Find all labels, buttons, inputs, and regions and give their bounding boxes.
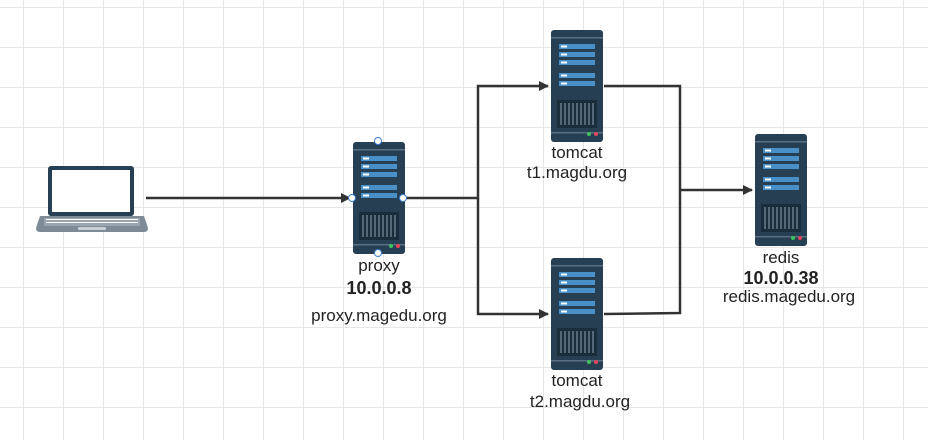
edge-proxy-tomcat2[interactable] bbox=[476, 198, 549, 319]
proxy-name-label: proxy bbox=[358, 256, 400, 275]
edge-proxy-tomcat1[interactable] bbox=[404, 81, 549, 200]
edge-tomcat2-merge[interactable] bbox=[603, 190, 682, 316]
laptop-icon[interactable] bbox=[36, 164, 148, 234]
proxy-ip-label: 10.0.0.8 bbox=[346, 278, 412, 298]
tomcat1-host-label: t1.magdu.org bbox=[526, 163, 628, 182]
tomcat1-name-label: tomcat bbox=[551, 143, 603, 162]
redis-host-label: redis.magedu.org bbox=[722, 287, 856, 306]
selection-handle-top[interactable] bbox=[374, 137, 382, 145]
proxy-host-label: proxy.magedu.org bbox=[311, 306, 447, 325]
selection-handle-bottom[interactable] bbox=[374, 249, 382, 257]
redis-name-label: redis bbox=[762, 248, 800, 267]
redis-ip-label: 10.0.0.38 bbox=[743, 268, 819, 288]
tomcat2-host-label: t2.magdu.org bbox=[529, 392, 631, 411]
tomcat1-server-icon[interactable] bbox=[551, 30, 603, 142]
redis-server-icon[interactable] bbox=[755, 134, 807, 246]
selection-handle-left[interactable] bbox=[348, 194, 356, 202]
tomcat2-name-label: tomcat bbox=[551, 371, 603, 390]
edge-tomcat1-merge[interactable] bbox=[604, 84, 682, 190]
selection-handle-right[interactable] bbox=[399, 194, 407, 202]
proxy-server-icon[interactable] bbox=[353, 142, 405, 254]
tomcat2-server-icon[interactable] bbox=[551, 258, 603, 370]
